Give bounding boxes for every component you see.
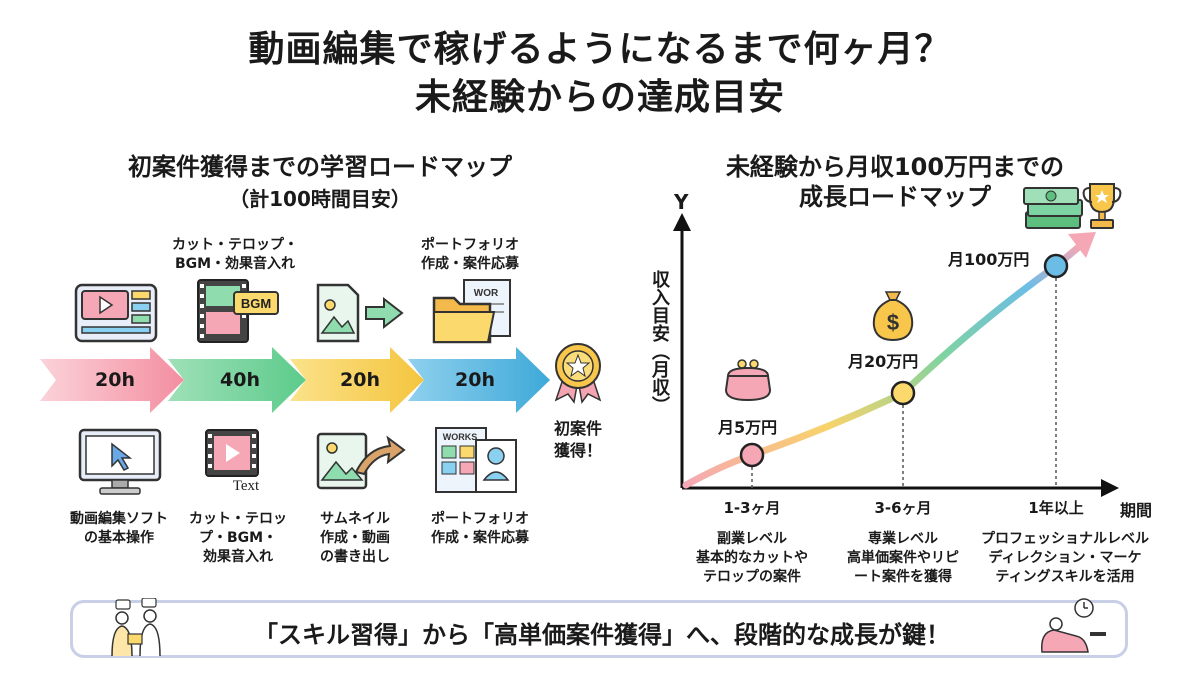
title-line-1: 動画編集で稼げるようになるまで何ヶ月？ [248,29,952,70]
period-label-3: 1年以上 [1028,499,1084,517]
level-desc-1: 副業レベル 基本的なカットや テロップの案件 [696,531,808,585]
text-icon-label: Text [233,478,260,494]
level-desc-2: 専業レベル 高単価案件やリピ ート案件を獲得 [847,531,959,585]
goal-label: 初案件獲得！ [553,419,602,460]
banner-text: 「スキル習得」から「高単価案件獲得」へ、段階的な成長が鍵！ [254,621,950,649]
top-label-editing: カット・テロップ・BGM・効果音入れ [172,237,298,272]
left-subheading: （計100時間目安） [229,187,411,211]
x-axis-label: 期間 [1120,501,1153,520]
growth-arrowhead [1068,232,1096,258]
period-label-1: 1-3ヶ月 [723,499,781,517]
summary-banner: 「スキル習得」から「高単価案件獲得」へ、段階的な成長が鍵！ [70,600,1128,658]
arrow-step-4 [408,347,550,413]
bottom-label-thumbnail: サムネイル作成・動画の書き出し [320,511,390,565]
cash-stack-icon [1023,187,1083,229]
milestone-dot-2 [890,380,916,406]
computer-cursor-icon [78,428,162,495]
period-label-2: 3-6ヶ月 [874,499,932,517]
medal-icon [554,343,602,404]
arrow-hours-1: 20h [95,369,135,391]
milestone-dot-3 [1043,253,1069,279]
wor-icon-text: WOR [474,288,499,299]
money-bag-icon: $ [872,291,914,342]
arrow-hours-3: 20h [340,369,380,391]
growth-curve [682,242,1084,489]
income-label-1: 月5万円 [718,418,778,437]
level-desc-3: プロフェッショナルレベル ディレクション・マーケ ティングスキルを活用 [981,531,1149,585]
bottom-label-editing: カット・テロップ・BGM・効果音入れ [189,511,287,565]
works-icon-text: WORKS [443,432,478,442]
arrow-hours-2: 40h [220,369,260,391]
title-line-2: 未経験からの達成目安 [414,77,785,118]
dollar-sign: $ [887,310,899,335]
page-title: 動画編集で稼げるようになるまで何ヶ月？ 未経験からの達成目安 [0,26,1200,122]
film-text-icon: Text [205,429,260,494]
arrow-step-1 [40,347,184,413]
bottom-label-portfolio: ポートフォリオ作成・案件応募 [431,511,529,546]
arrow-row [40,347,550,413]
trophy-icon [1082,183,1122,229]
y-axis-label: 収入目安（月収） [649,270,670,414]
left-heading: 初案件獲得までの学習ロードマップ [128,153,512,181]
folder-document-icon: WOR [432,279,511,344]
portfolio-works-icon: WORKS [435,427,517,493]
income-label-3: 月100万円 [948,250,1030,269]
income-label-2: 月20万円 [848,352,919,371]
milestone-dot-1 [739,442,765,468]
bgm-icon-text: BGM [241,296,271,311]
arrow-hours-4: 20h [455,369,495,391]
relaxing-person-icon [1041,598,1106,653]
image-export-icon [316,283,404,343]
thumbnail-export-icon [316,432,406,490]
coin-purse-icon [724,359,772,402]
top-label-portfolio: ポートフォリオ作成・案件応募 [421,237,519,272]
video-player-icon [74,283,158,343]
y-axis-letter: Y [674,190,689,214]
bottom-label-software: 動画編集ソフトの基本操作 [70,511,168,546]
arrow-step-3 [290,347,424,413]
film-bgm-icon: BGM [197,279,279,343]
arrow-step-2 [168,347,306,413]
growth-chart [673,213,1119,497]
right-heading: 未経験から月収100万円までの 成長ロードマップ [725,153,1065,211]
people-discussion-icon [111,598,161,657]
